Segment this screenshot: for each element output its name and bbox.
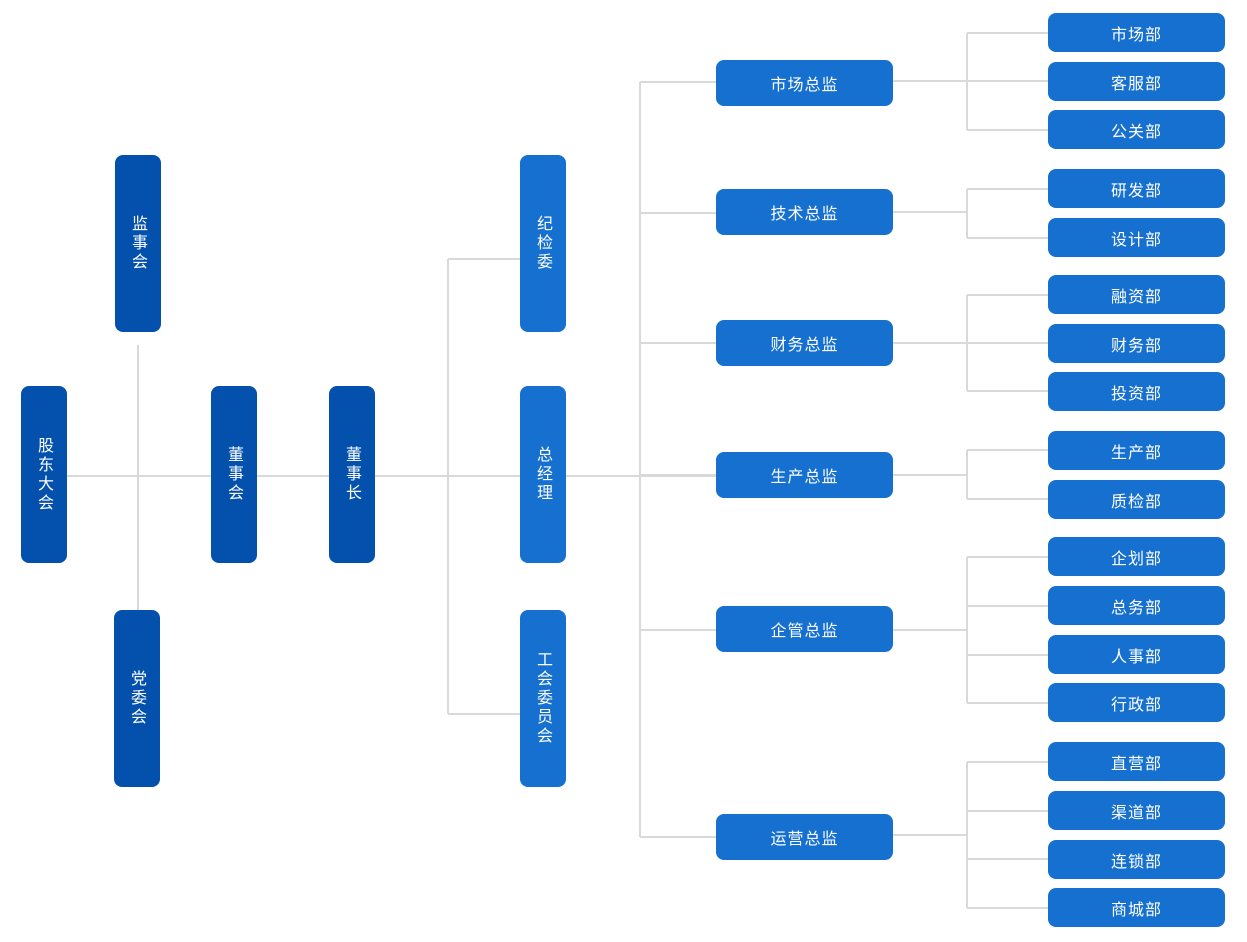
department-label: 连锁部 (1110, 851, 1162, 871)
department-label: 市场部 (1110, 24, 1162, 44)
department-label: 财务部 (1110, 335, 1162, 355)
department-box: 研发部 (1048, 169, 1225, 208)
department-box: 行政部 (1048, 683, 1225, 722)
department-box: 融资部 (1048, 275, 1225, 314)
department-box: 市场部 (1048, 13, 1225, 52)
department-label: 行政部 (1110, 694, 1162, 714)
node-chairman-label: 董事长 (343, 446, 362, 503)
node-discipline-committee-label: 纪检委 (534, 215, 553, 272)
node-party-committee-label: 党委会 (128, 670, 147, 727)
node-shareholders: 股东大会 (21, 386, 67, 563)
node-discipline-committee: 纪检委 (520, 155, 566, 332)
director-enterprise: 企管总监 (716, 606, 893, 652)
department-label: 人事部 (1110, 646, 1162, 666)
director-enterprise-label: 企管总监 (770, 621, 839, 640)
director-tech-label: 技术总监 (770, 204, 839, 223)
director-operations-label: 运营总监 (770, 829, 839, 848)
director-finance-label: 财务总监 (770, 335, 839, 354)
director-market-label: 市场总监 (770, 75, 839, 94)
director-finance: 财务总监 (716, 320, 893, 366)
department-label: 直营部 (1110, 753, 1162, 773)
department-label: 渠道部 (1110, 802, 1162, 822)
director-operations: 运营总监 (716, 814, 893, 860)
node-party-committee: 党委会 (114, 610, 160, 787)
department-box: 公关部 (1048, 110, 1225, 149)
department-label: 客服部 (1110, 73, 1162, 93)
department-label: 总务部 (1110, 597, 1162, 617)
director-production-label: 生产总监 (770, 467, 839, 486)
node-general-manager: 总经理 (520, 386, 566, 563)
department-box: 财务部 (1048, 324, 1225, 363)
department-label: 生产部 (1110, 442, 1162, 462)
director-market: 市场总监 (716, 60, 893, 106)
director-production: 生产总监 (716, 452, 893, 498)
department-label: 研发部 (1110, 180, 1162, 200)
node-supervisory-board: 监事会 (115, 155, 161, 332)
node-general-manager-label: 总经理 (534, 446, 553, 503)
director-tech: 技术总监 (716, 189, 893, 235)
department-label: 设计部 (1110, 229, 1162, 249)
department-box: 设计部 (1048, 218, 1225, 257)
node-board-label: 董事会 (225, 446, 244, 503)
department-label: 融资部 (1110, 286, 1162, 306)
department-box: 客服部 (1048, 62, 1225, 101)
department-box: 连锁部 (1048, 840, 1225, 879)
department-label: 质检部 (1110, 491, 1162, 511)
department-box: 质检部 (1048, 480, 1225, 519)
node-supervisory-board-label: 监事会 (129, 215, 148, 272)
department-box: 直营部 (1048, 742, 1225, 781)
department-label: 商城部 (1110, 899, 1162, 919)
department-box: 人事部 (1048, 635, 1225, 674)
node-union-committee-label: 工会委员会 (534, 651, 553, 746)
department-label: 投资部 (1110, 383, 1162, 403)
department-box: 渠道部 (1048, 791, 1225, 830)
department-box: 总务部 (1048, 586, 1225, 625)
node-board: 董事会 (211, 386, 257, 563)
node-union-committee: 工会委员会 (520, 610, 566, 787)
department-box: 生产部 (1048, 431, 1225, 470)
department-label: 企划部 (1110, 548, 1162, 568)
node-chairman: 董事长 (329, 386, 375, 563)
department-box: 企划部 (1048, 537, 1225, 576)
node-shareholders-label: 股东大会 (35, 436, 54, 513)
department-box: 商城部 (1048, 888, 1225, 927)
department-label: 公关部 (1110, 121, 1162, 141)
department-box: 投资部 (1048, 372, 1225, 411)
